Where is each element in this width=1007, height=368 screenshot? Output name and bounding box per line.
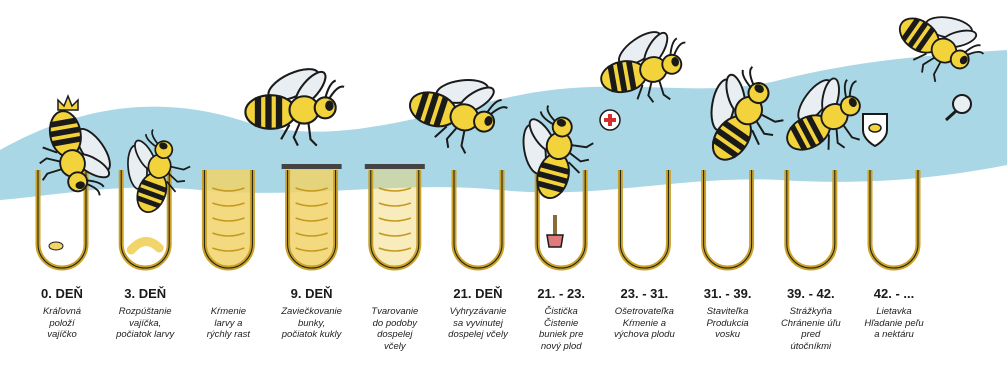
cell-4 <box>365 164 425 268</box>
stage-description: StaviteľkaProdukciavosku <box>683 306 773 341</box>
stage-description: StrážkyňaChránenie úľupredútočníkmi <box>766 306 856 352</box>
stage-description-line: Hľadanie peľu <box>849 318 939 330</box>
stage-day: 21. DEŇ <box>433 286 523 302</box>
stage-day: 21. - 23. <box>516 286 606 302</box>
stage-description-line: nový plod <box>516 341 606 353</box>
stage-description-line: buniek pre <box>516 329 606 341</box>
stage-label-10: 42. - ... LietavkaHľadanie peľua nektáru <box>849 286 939 341</box>
cell-10 <box>870 170 918 268</box>
stage-description-line: Kráľovná <box>17 306 107 318</box>
stage-description-line: Chránenie úľu <box>766 318 856 330</box>
stage-description-line: počiatok kukly <box>267 329 357 341</box>
stage-description-line: vajíčko <box>17 329 107 341</box>
stage-description: OšetrovateľkaKŕmenie avýchova plodu <box>599 306 689 341</box>
stage-description: Kŕmenielarvy arýchly rast <box>183 306 273 341</box>
stage-description-line: Rozpúštanie <box>100 306 190 318</box>
stage-description: ČističkaČisteniebuniek prenový plod <box>516 306 606 352</box>
stage-description-line: Tvarovanie <box>350 306 440 318</box>
cell-2 <box>204 170 252 268</box>
stage-description-line: včely <box>350 341 440 353</box>
stage-description-line: vajíčka, <box>100 318 190 330</box>
stage-day: 31. - 39. <box>683 286 773 302</box>
stage-description-line: rýchly rast <box>183 329 273 341</box>
stage-description: Tvarovaniedo podobydospelejvčely <box>350 306 440 352</box>
stage-label-6: 21. - 23. ČističkaČisteniebuniek prenový … <box>516 286 606 352</box>
stage-day: 3. DEŇ <box>100 286 190 302</box>
stage-description-line: bunky, <box>267 318 357 330</box>
stage-label-7: 23. - 31. OšetrovateľkaKŕmenie avýchova p… <box>599 286 689 341</box>
stage-description-line: Staviteľka <box>683 306 773 318</box>
stage-description-line: Čistička <box>516 306 606 318</box>
stage-description-line: dospelej <box>350 329 440 341</box>
stage-description: Vyhryzávaniesa vyvinutejdospelej včely <box>433 306 523 341</box>
stage-label-0: 0. DEŇ Kráľovnápoložívajíčko <box>17 286 107 341</box>
stage-description-line: výchova plodu <box>599 329 689 341</box>
stage-description-line: a nektáru <box>849 329 939 341</box>
stage-description-line: Zaviečkovanie <box>267 306 357 318</box>
stage-description-line: počiatok larvy <box>100 329 190 341</box>
stage-day <box>350 286 440 302</box>
stage-description-line: Strážkyňa <box>766 306 856 318</box>
stage-day: 9. DEŇ <box>267 286 357 302</box>
stage-label-8: 31. - 39. StaviteľkaProdukciavosku <box>683 286 773 341</box>
stage-description-line: položí <box>17 318 107 330</box>
cell-8 <box>704 170 752 268</box>
stage-description-line: dospelej včely <box>433 329 523 341</box>
cell-3 <box>282 164 342 268</box>
stage-label-1: 3. DEŇ Rozpúštanievajíčka,počiatok larvy <box>100 286 190 341</box>
stage-description-line: útočníkmi <box>766 341 856 353</box>
stage-day <box>183 286 273 302</box>
stage-description-line: pred <box>766 329 856 341</box>
stage-description-line: larvy a <box>183 318 273 330</box>
stage-description: Rozpúštanievajíčka,počiatok larvy <box>100 306 190 341</box>
cell-9 <box>787 170 835 268</box>
stage-description-line: Kŕmenie a <box>599 318 689 330</box>
nurse-cap-icon <box>600 110 620 130</box>
stage-description-line: Vyhryzávanie <box>433 306 523 318</box>
stage-description: Kráľovnápoložívajíčko <box>17 306 107 341</box>
stage-label-3: 9. DEŇ Zaviečkovaniebunky,počiatok kukly <box>267 286 357 341</box>
stage-description-line: do podoby <box>350 318 440 330</box>
stage-description-line: Ošetrovateľka <box>599 306 689 318</box>
stage-label-2: Kŕmenielarvy arýchly rast <box>183 286 273 341</box>
stage-day: 23. - 31. <box>599 286 689 302</box>
stage-label-9: 39. - 42. StrážkyňaChránenie úľupredútočn… <box>766 286 856 352</box>
stage-label-4: Tvarovaniedo podobydospelejvčely <box>350 286 440 352</box>
stage-description-line: Lietavka <box>849 306 939 318</box>
stage-label-5: 21. DEŇ Vyhryzávaniesa vyvinutejdospelej … <box>433 286 523 341</box>
stage-description-line: Kŕmenie <box>183 306 273 318</box>
stage-description-line: Produkcia <box>683 318 773 330</box>
stage-description-line: sa vyvinutej <box>433 318 523 330</box>
stage-day: 39. - 42. <box>766 286 856 302</box>
stage-day: 0. DEŇ <box>17 286 107 302</box>
stage-description-line: vosku <box>683 329 773 341</box>
stage-description: Zaviečkovaniebunky,počiatok kukly <box>267 306 357 341</box>
crown-icon <box>58 96 78 110</box>
brush-icon <box>547 215 563 247</box>
stage-day: 42. - ... <box>849 286 939 302</box>
stage-description: LietavkaHľadanie peľua nektáru <box>849 306 939 341</box>
stage-description-line: Čistenie <box>516 318 606 330</box>
